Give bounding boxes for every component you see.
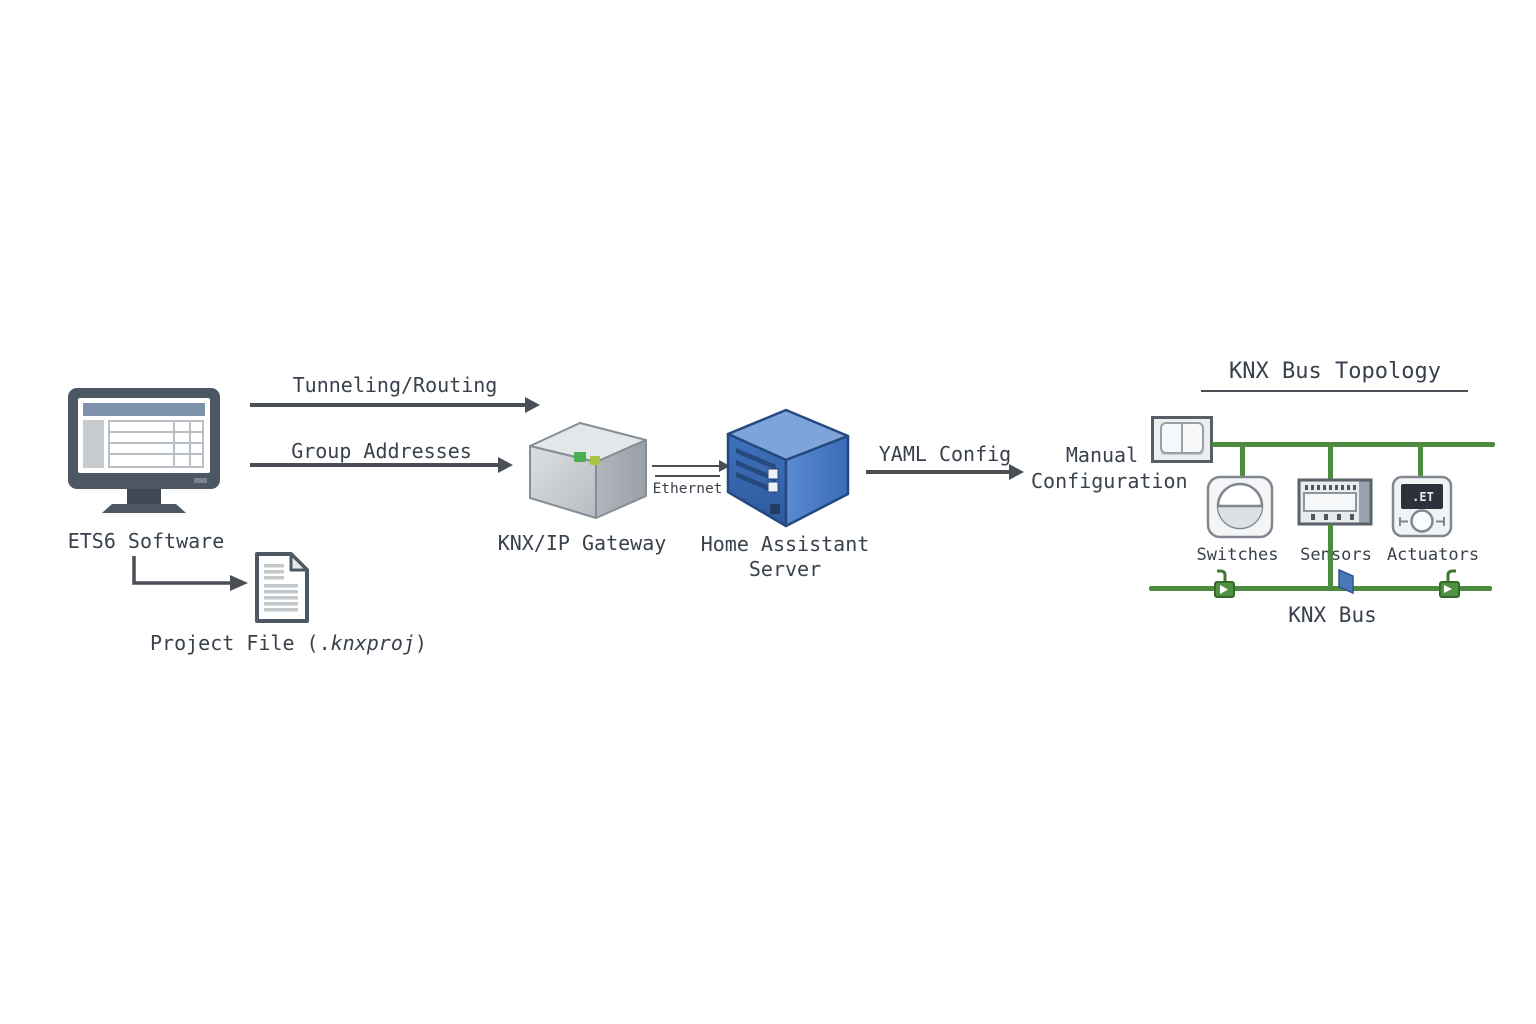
manual-configuration-line2: Configuration [1031,469,1188,493]
project-file-label: Project File (.knxproj) [150,631,427,656]
yaml-config-arrow [866,463,1024,481]
server-drive-light [767,481,779,493]
server-vent-slots [736,448,776,494]
bus-drop-switches [1240,442,1245,478]
bus-connector-icon [1439,569,1460,598]
home-assistant-label-line1: Home Assistant [700,532,870,556]
home-assistant-server-icon [726,408,850,528]
project-file-label-ext: knxproj [330,631,415,655]
din-terminals-top [1305,485,1356,490]
home-assistant-label-line2: Server [748,557,822,581]
gateway-label: KNX/IP Gateway [497,531,667,555]
group-addresses-label: Group Addresses [291,439,472,463]
project-file-label-prefix: Project File (. [150,631,331,655]
bus-drop-sensors-lower [1328,524,1333,587]
switches-device-icon [1206,475,1274,539]
bus-line-top [1212,442,1495,447]
bus-drop-sensors [1328,442,1333,480]
arrow-head-icon [525,397,540,413]
tunneling-routing-label: Tunneling/Routing [292,373,498,397]
ethernet-label: Ethernet [652,481,723,497]
manual-configuration-line1: Manual [1065,443,1139,467]
tunneling-routing-arrow [250,396,540,414]
server-drive-light [767,468,779,480]
export-elbow-arrow [132,556,248,591]
gateway-led-yellow [590,456,600,465]
sensors-label: Sensors [1300,545,1372,565]
actuators-device-icon: .ET [1391,475,1453,538]
bus-drop-actuators [1418,442,1423,477]
arrow-head-icon [498,457,513,473]
group-addresses-arrow [250,456,513,474]
wall-switch-icon [1151,416,1213,463]
gateway-led-green [574,452,586,462]
bus-line-bottom [1149,586,1492,591]
bus-connector-icon [1214,569,1235,598]
actuators-label: Actuators [1386,545,1480,565]
actuator-display-readout: .ET [1412,490,1434,504]
switches-label: Switches [1196,545,1279,565]
arrow-head-icon [719,460,730,472]
din-terminals-bottom [1311,514,1354,520]
knx-bus-label: KNX Bus [1288,603,1377,627]
server-port [770,504,780,514]
knx-ip-gateway-icon [529,422,647,519]
ethernet-arrow [652,457,730,475]
ets6-monitor-icon [68,388,220,513]
project-file-label-suffix: ) [414,631,427,655]
arrow-head-icon [1009,464,1024,480]
topology-title-underline [1201,390,1468,392]
bus-connector-blue-icon [1338,568,1354,595]
topology-title: KNX Bus Topology [1229,359,1441,384]
yaml-config-label: YAML Config [878,442,1012,466]
ethernet-label-rule [655,475,720,477]
project-file-icon [255,552,309,623]
ets6-label: ETS6 Software [67,529,225,553]
sensors-device-icon [1297,478,1373,526]
